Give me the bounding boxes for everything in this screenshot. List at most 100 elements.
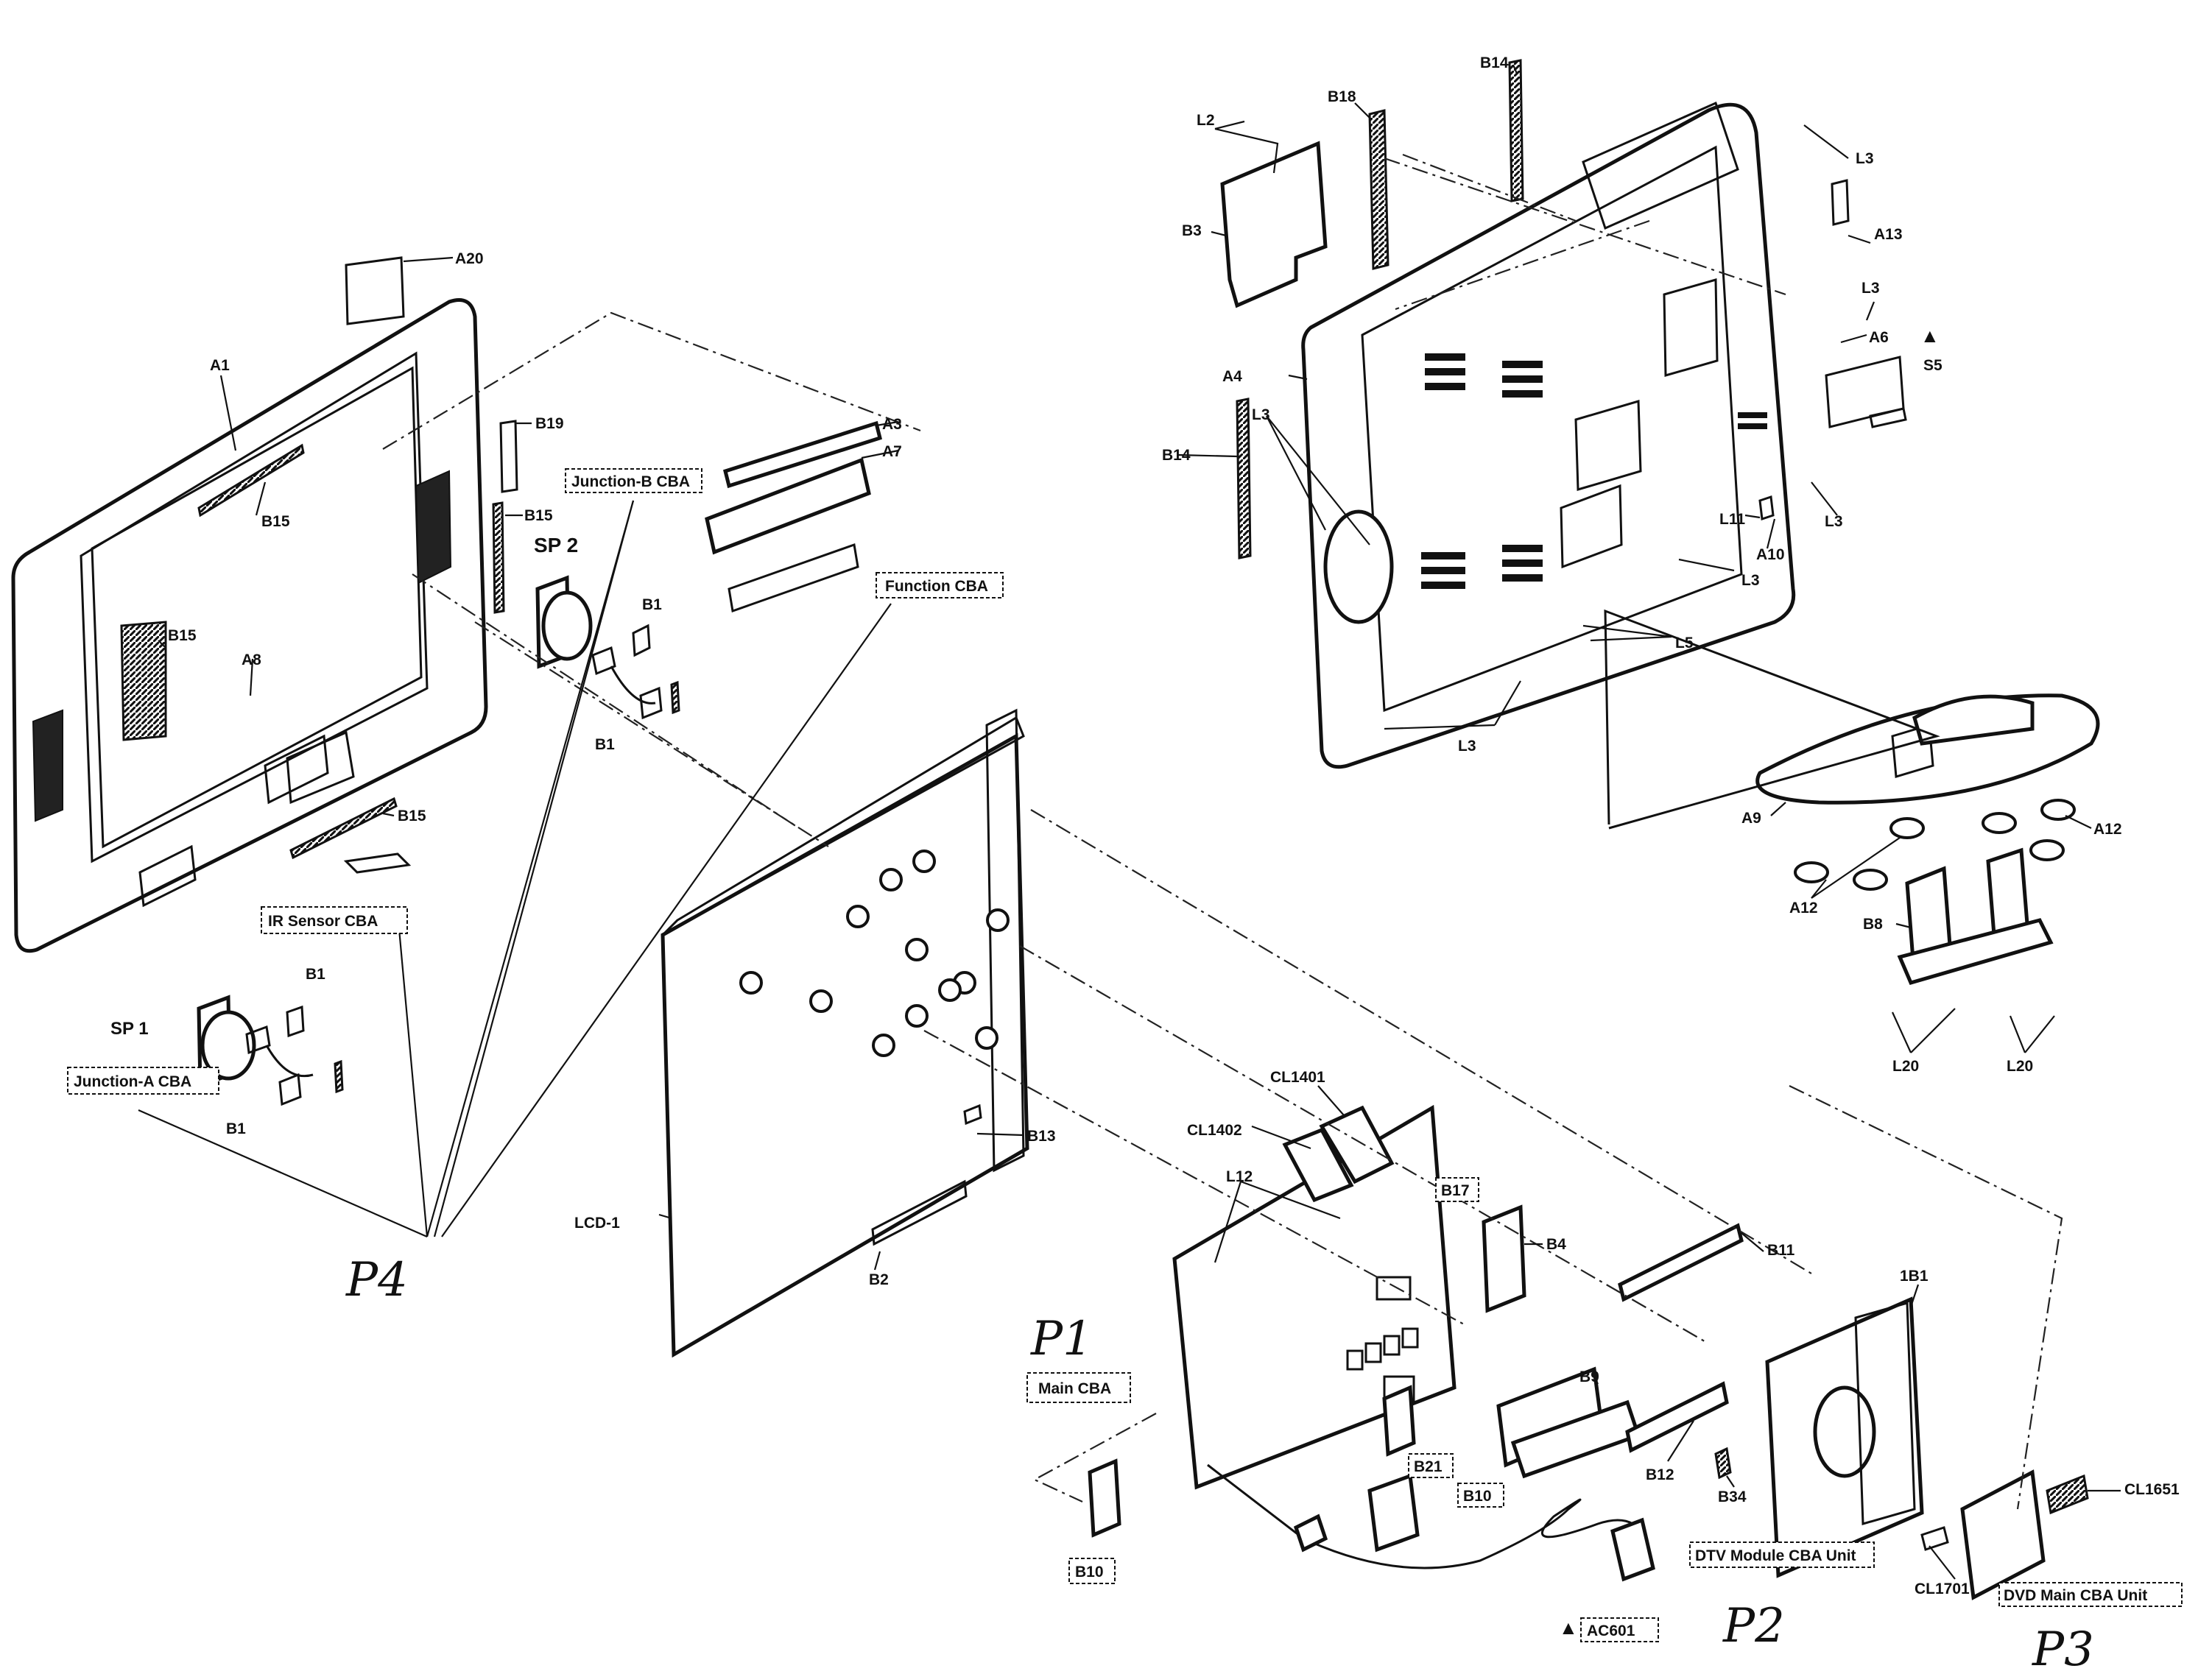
- label-l20-right: L20: [2007, 1058, 2033, 1075]
- strip-b14-top: [1508, 59, 1524, 202]
- label-sp1: SP 1: [110, 1019, 149, 1039]
- stand-a9: [1755, 693, 2100, 805]
- label-sp2: SP 2: [534, 534, 578, 557]
- cover-a6: [1825, 356, 1905, 428]
- lcd-panel: [661, 708, 1029, 1358]
- bracket-b21: [1382, 1385, 1416, 1457]
- warning-a6: ▲: [1920, 325, 1940, 347]
- rubber-feet-a12: [1794, 799, 2076, 891]
- label-1b1: 1B1: [1900, 1268, 1929, 1285]
- label-b10-right: B10: [1463, 1488, 1492, 1505]
- warning-ac601: ▲: [1559, 1617, 1578, 1639]
- label-b15-right: B15: [524, 507, 553, 524]
- label-l3-b: L3: [1856, 150, 1874, 167]
- label-b1-b: B1: [595, 736, 615, 753]
- label-ac601: AC601: [1587, 1622, 1635, 1639]
- label-dtv-module-cba-unit: DTV Module CBA Unit: [1695, 1547, 1856, 1564]
- speaker-sp2: [535, 575, 593, 669]
- label-a20: A20: [455, 250, 484, 267]
- strip-b18: [1368, 109, 1389, 270]
- assembly-lines: [382, 153, 2063, 1510]
- boxed-labels: Junction-B CBA Function CBA IR Sensor CB…: [67, 468, 2183, 1642]
- p4-leader-lines: [138, 500, 892, 1238]
- label-b34: B34: [1718, 1488, 1747, 1505]
- cable-cl1401: [1319, 1105, 1395, 1184]
- stand-bracket-b8: [1897, 847, 2054, 986]
- bracket-b4: [1482, 1204, 1526, 1313]
- bracket-b10-left: [1088, 1458, 1121, 1538]
- label-cl1402: CL1402: [1187, 1122, 1242, 1139]
- bracket-b3: [1220, 141, 1328, 308]
- label-b10-left: B10: [1075, 1564, 1104, 1581]
- bracket-b12: [1625, 1381, 1729, 1453]
- cable-cl1651: [2046, 1474, 2089, 1515]
- function-cba-parts: [705, 420, 882, 613]
- handwritten-annotations: P4 P1 P2 P3: [345, 1253, 2094, 1674]
- junction-b-cba-parts: [591, 624, 680, 720]
- label-l3-e: L3: [1741, 572, 1760, 589]
- label-s5: S5: [1923, 357, 1942, 374]
- label-l2: L2: [1197, 112, 1215, 129]
- label-b1-a: B1: [642, 596, 662, 613]
- handwritten-p2: P2: [1722, 1599, 1785, 1653]
- label-b1-c: B1: [306, 966, 325, 983]
- strip-b14-left: [1236, 398, 1252, 559]
- handwritten-p4: P4: [345, 1253, 408, 1307]
- label-l3-c: L3: [1861, 280, 1880, 297]
- label-lcd1: LCD-1: [574, 1215, 620, 1232]
- speaker-sp1: [197, 995, 256, 1089]
- label-l11: L11: [1719, 511, 1745, 528]
- label-b14-top: B14: [1480, 54, 1509, 71]
- stand-guide-line: [1604, 609, 1940, 830]
- label-b15-bottom: B15: [398, 808, 426, 824]
- ir-sensor-part: [343, 852, 412, 874]
- label-b13: B13: [1027, 1128, 1056, 1145]
- label-b19: B19: [535, 415, 564, 432]
- label-junction-a-cba: Junction-A CBA: [74, 1073, 191, 1090]
- label-a3: A3: [882, 416, 902, 433]
- label-a6: A6: [1869, 329, 1889, 346]
- label-b21: B21: [1414, 1458, 1443, 1475]
- sticker-a20: [345, 256, 405, 325]
- label-b15-top: B15: [261, 513, 290, 530]
- label-a8: A8: [242, 651, 261, 668]
- label-l20-left: L20: [1892, 1058, 1919, 1075]
- label-l3-a: L3: [1252, 406, 1270, 423]
- cable-cl1402: [1282, 1127, 1354, 1203]
- label-b2: B2: [869, 1271, 889, 1288]
- label-b8: B8: [1863, 916, 1883, 933]
- front-bezel-a1: [11, 298, 488, 953]
- label-b15-left: B15: [168, 627, 197, 644]
- label-a7: A7: [882, 443, 902, 460]
- label-l5: L5: [1675, 635, 1694, 651]
- rear-cover-a4: [1301, 101, 1796, 769]
- label-junction-b-cba: Junction-B CBA: [571, 473, 690, 490]
- bracket-b11: [1618, 1223, 1744, 1302]
- junction-a-cba-parts: [245, 1005, 344, 1106]
- label-cl1651: CL1651: [2124, 1481, 2180, 1498]
- dvd-main-cba-board: [1960, 1469, 2046, 1600]
- strip-b19: [499, 420, 518, 493]
- label-b11: B11: [1767, 1242, 1795, 1259]
- label-ir-sensor-cba: IR Sensor CBA: [268, 913, 378, 930]
- label-main-cba: Main CBA: [1038, 1380, 1111, 1397]
- label-b1-d: B1: [226, 1120, 246, 1137]
- label-function-cba: Function CBA: [885, 578, 988, 595]
- label-b3: B3: [1182, 222, 1202, 239]
- label-a9: A9: [1741, 810, 1761, 827]
- label-a1: A1: [210, 357, 230, 374]
- label-b18: B18: [1328, 88, 1356, 105]
- part-labels: A20 A1 B19 B15 B15 B15 B15 A8 SP 2 SP 1 …: [110, 54, 2180, 1597]
- handwritten-p3: P3: [2032, 1622, 2094, 1674]
- label-l3-d: L3: [1825, 513, 1843, 530]
- handwritten-p1: P1: [1030, 1312, 1093, 1366]
- label-b12: B12: [1646, 1466, 1674, 1483]
- label-b4: B4: [1546, 1236, 1566, 1253]
- part-b34: [1714, 1447, 1732, 1480]
- label-b9: B9: [1579, 1368, 1599, 1385]
- label-leaders: [158, 64, 2121, 1580]
- label-dvd-main-cba-unit: DVD Main CBA Unit: [2004, 1587, 2147, 1604]
- label-l12: L12: [1226, 1168, 1253, 1185]
- cable-cl1701: [1920, 1526, 1949, 1551]
